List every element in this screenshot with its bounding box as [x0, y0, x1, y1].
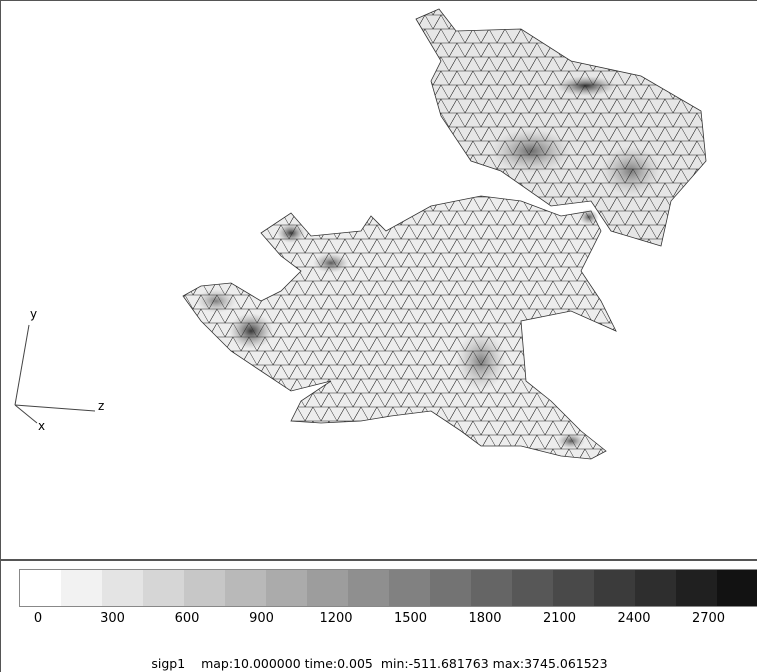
color-swatch — [471, 570, 512, 606]
color-swatch — [430, 570, 471, 606]
render-viewport[interactable]: y z x — [0, 0, 757, 560]
legend-tick-label: 0 — [33, 611, 43, 626]
axis-label-z: z — [98, 399, 105, 413]
axis-label-y: y — [30, 307, 38, 321]
legend-tick-label: 2400 — [617, 611, 651, 626]
legend-tick-label: 900 — [249, 611, 274, 626]
axes-lines — [14, 324, 96, 424]
legend-tick-label: 2700 — [691, 611, 726, 626]
color-swatch — [61, 570, 102, 606]
color-bar — [19, 569, 757, 607]
color-swatch — [635, 570, 676, 606]
color-swatch — [184, 570, 225, 606]
color-swatch — [594, 570, 635, 606]
color-swatch — [717, 570, 757, 606]
axis-label-x: x — [38, 419, 46, 433]
mesh-plot[interactable] — [1, 1, 757, 561]
color-swatch — [266, 570, 307, 606]
legend-tick-label: 1800 — [468, 611, 502, 626]
color-swatch — [143, 570, 184, 606]
color-swatch — [102, 570, 143, 606]
color-swatch — [512, 570, 553, 606]
color-swatch — [553, 570, 594, 606]
legend-tick-label: 2100 — [542, 611, 577, 626]
legend-tick-label: 1500 — [393, 611, 428, 626]
color-swatch — [20, 570, 61, 606]
color-swatch — [389, 570, 430, 606]
legend-tick-label: 600 — [174, 611, 200, 626]
color-swatch — [225, 570, 266, 606]
legend-tick-label: 1200 — [319, 611, 353, 626]
orientation-axes: y z x — [1, 301, 121, 441]
status-line: sigp1 map:10.000000 time:0.005 min:-511.… — [151, 656, 608, 671]
color-swatch — [307, 570, 348, 606]
color-legend: 0 300 600 900 1200 1500 1800 2100 2400 2700 sigp1… — [0, 560, 757, 672]
color-swatch — [348, 570, 389, 606]
legend-tick-label: 300 — [100, 611, 125, 626]
color-swatch — [676, 570, 717, 606]
